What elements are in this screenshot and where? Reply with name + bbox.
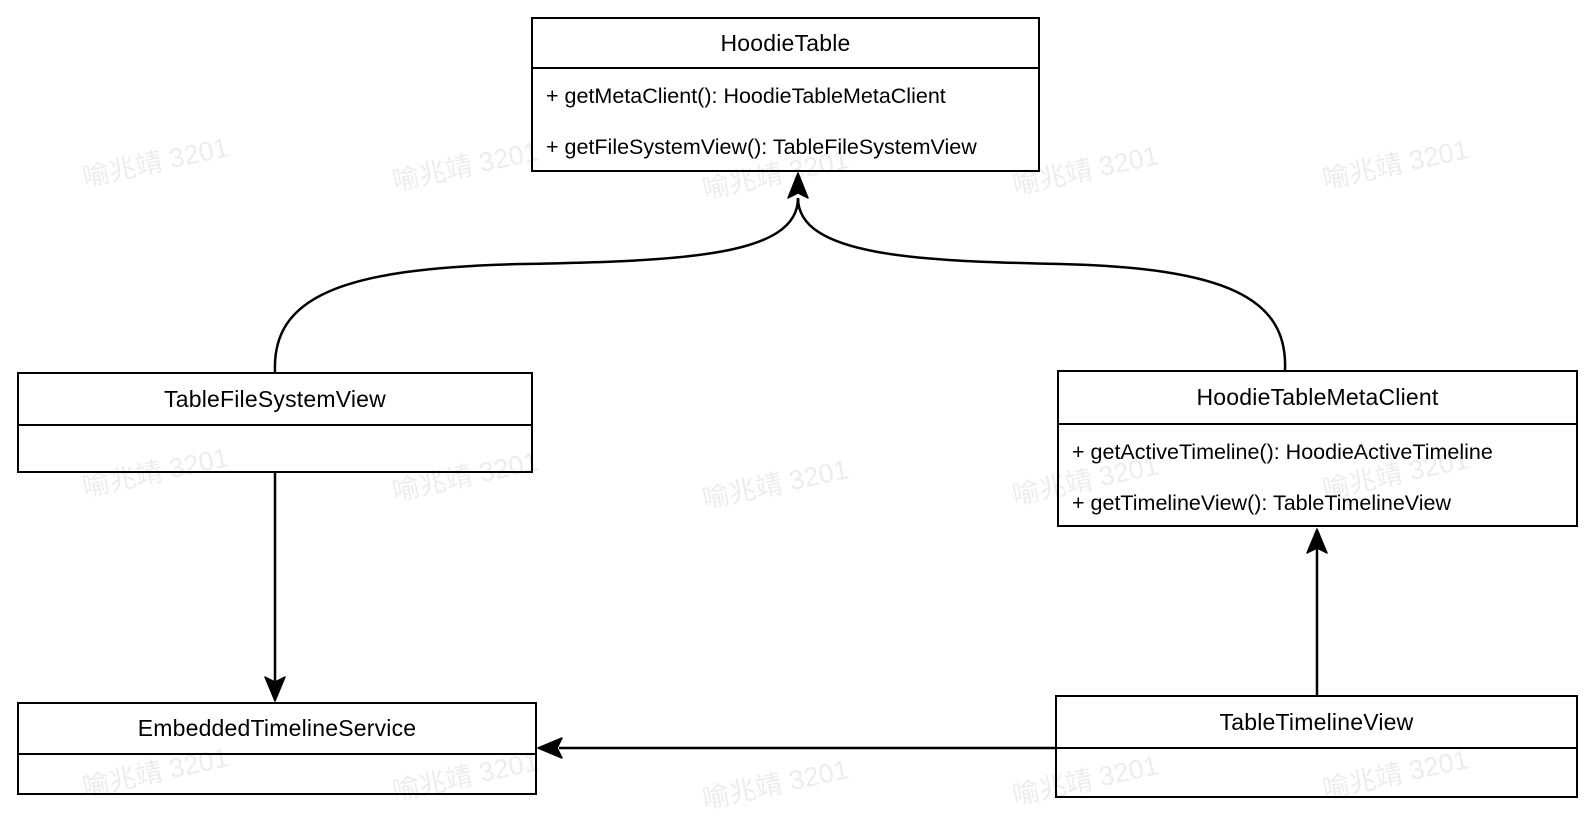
- class-title: EmbeddedTimelineService: [19, 704, 535, 755]
- arrowhead-up-hoodietablemetaclient-icon: [1306, 528, 1328, 554]
- class-box-hoodietablemetaclient: HoodieTableMetaClient + getActiveTimelin…: [1057, 370, 1578, 527]
- watermark-text: 喻兆靖 3201: [699, 754, 852, 815]
- watermark-text: 喻兆靖 3201: [389, 136, 542, 197]
- arrowhead-down-embeddedtimelineservice-icon: [264, 676, 286, 702]
- arrowhead-left-embeddedtimelineservice-icon: [537, 737, 563, 759]
- class-methods: + getMetaClient(): HoodieTableMetaClient…: [533, 69, 1038, 173]
- arrowhead-up-hoodietable-icon: [787, 172, 809, 199]
- class-method: + getFileSystemView(): TableFileSystemVi…: [546, 135, 977, 159]
- class-title: TableFileSystemView: [19, 374, 531, 426]
- class-box-tablefilesystemview: TableFileSystemView: [17, 372, 533, 473]
- class-methods-empty: [1057, 749, 1576, 751]
- class-title: HoodieTableMetaClient: [1059, 372, 1576, 425]
- watermark-text: 喻兆靖 3201: [79, 132, 232, 193]
- class-methods-empty: [19, 755, 535, 757]
- class-methods: + getActiveTimeline(): HoodieActiveTimel…: [1059, 425, 1576, 529]
- class-method: + getMetaClient(): HoodieTableMetaClient: [546, 84, 946, 108]
- class-title: HoodieTable: [533, 19, 1038, 69]
- class-box-embeddedtimelineservice: EmbeddedTimelineService: [17, 702, 537, 795]
- class-method: + getTimelineView(): TableTimelineView: [1072, 491, 1452, 515]
- class-box-tabletimelineview: TableTimelineView: [1055, 695, 1578, 798]
- edge-hoodietablemetaclient-to-hoodietable: [796, 197, 1287, 371]
- class-methods-empty: [19, 426, 531, 428]
- edge-tablefilesystemview-to-hoodietable: [273, 197, 800, 373]
- class-box-hoodietable: HoodieTable + getMetaClient(): HoodieTab…: [531, 17, 1040, 172]
- class-method: + getActiveTimeline(): HoodieActiveTimel…: [1072, 440, 1493, 464]
- watermark-text: 喻兆靖 3201: [1319, 134, 1472, 195]
- class-title: TableTimelineView: [1057, 697, 1576, 749]
- watermark-text: 喻兆靖 3201: [699, 454, 852, 515]
